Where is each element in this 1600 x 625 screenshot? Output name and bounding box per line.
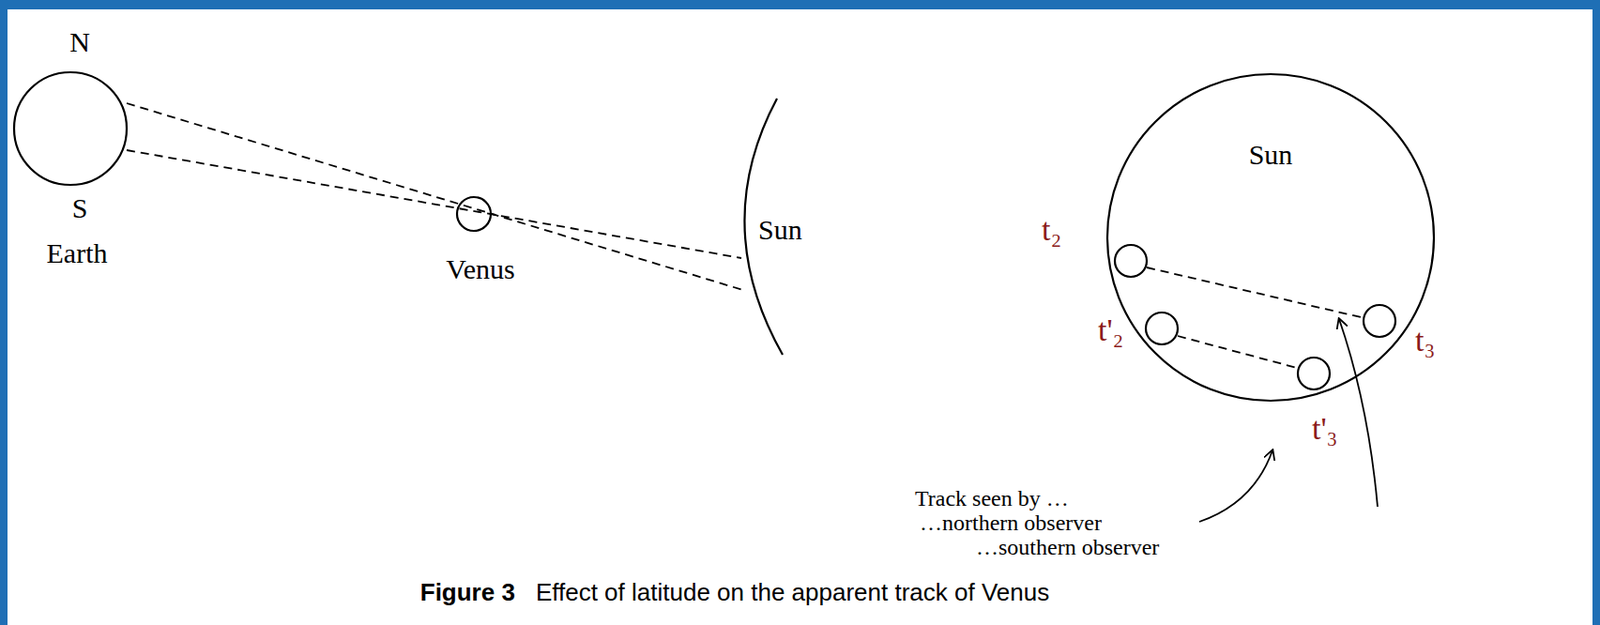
track-note: …southern observer (975, 535, 1159, 559)
venus-dot (1114, 244, 1147, 277)
venus-dot (1363, 304, 1396, 337)
venus-dot (1297, 357, 1330, 390)
time-label: t₃ (1415, 324, 1435, 357)
time-label: t'₃ (1311, 412, 1338, 445)
venus-circle (457, 197, 491, 231)
disc-outline (1106, 73, 1435, 402)
track-note: Track seen by … (914, 487, 1069, 510)
sun-disc: Sun (1106, 73, 1435, 402)
body-label: Sun (758, 215, 803, 244)
venus-dot (1145, 312, 1178, 345)
time-label: t₂ (1041, 213, 1062, 246)
leader-arrow (1199, 450, 1273, 522)
leader-arrow (1339, 319, 1378, 507)
earth-circle (14, 72, 127, 185)
page-ground (7, 9, 1593, 625)
body-label: Venus (445, 255, 515, 284)
figure-number: Figure 3 (420, 579, 516, 605)
track-line (1177, 335, 1297, 368)
sight-line (126, 103, 747, 291)
pole-label: N (69, 28, 91, 57)
track-line (1146, 267, 1361, 318)
caption-row: Figure 3 Effect of latitude on the appare… (0, 579, 1470, 605)
track-note: …northern observer (919, 511, 1102, 534)
node-label: Sun (1106, 140, 1435, 169)
sight-line (126, 150, 742, 259)
pole-label: S (72, 194, 89, 223)
figure-caption: Effect of latitude on the apparent track… (535, 579, 1050, 605)
time-label: t'₂ (1097, 314, 1124, 347)
body-label: Earth (46, 239, 108, 268)
